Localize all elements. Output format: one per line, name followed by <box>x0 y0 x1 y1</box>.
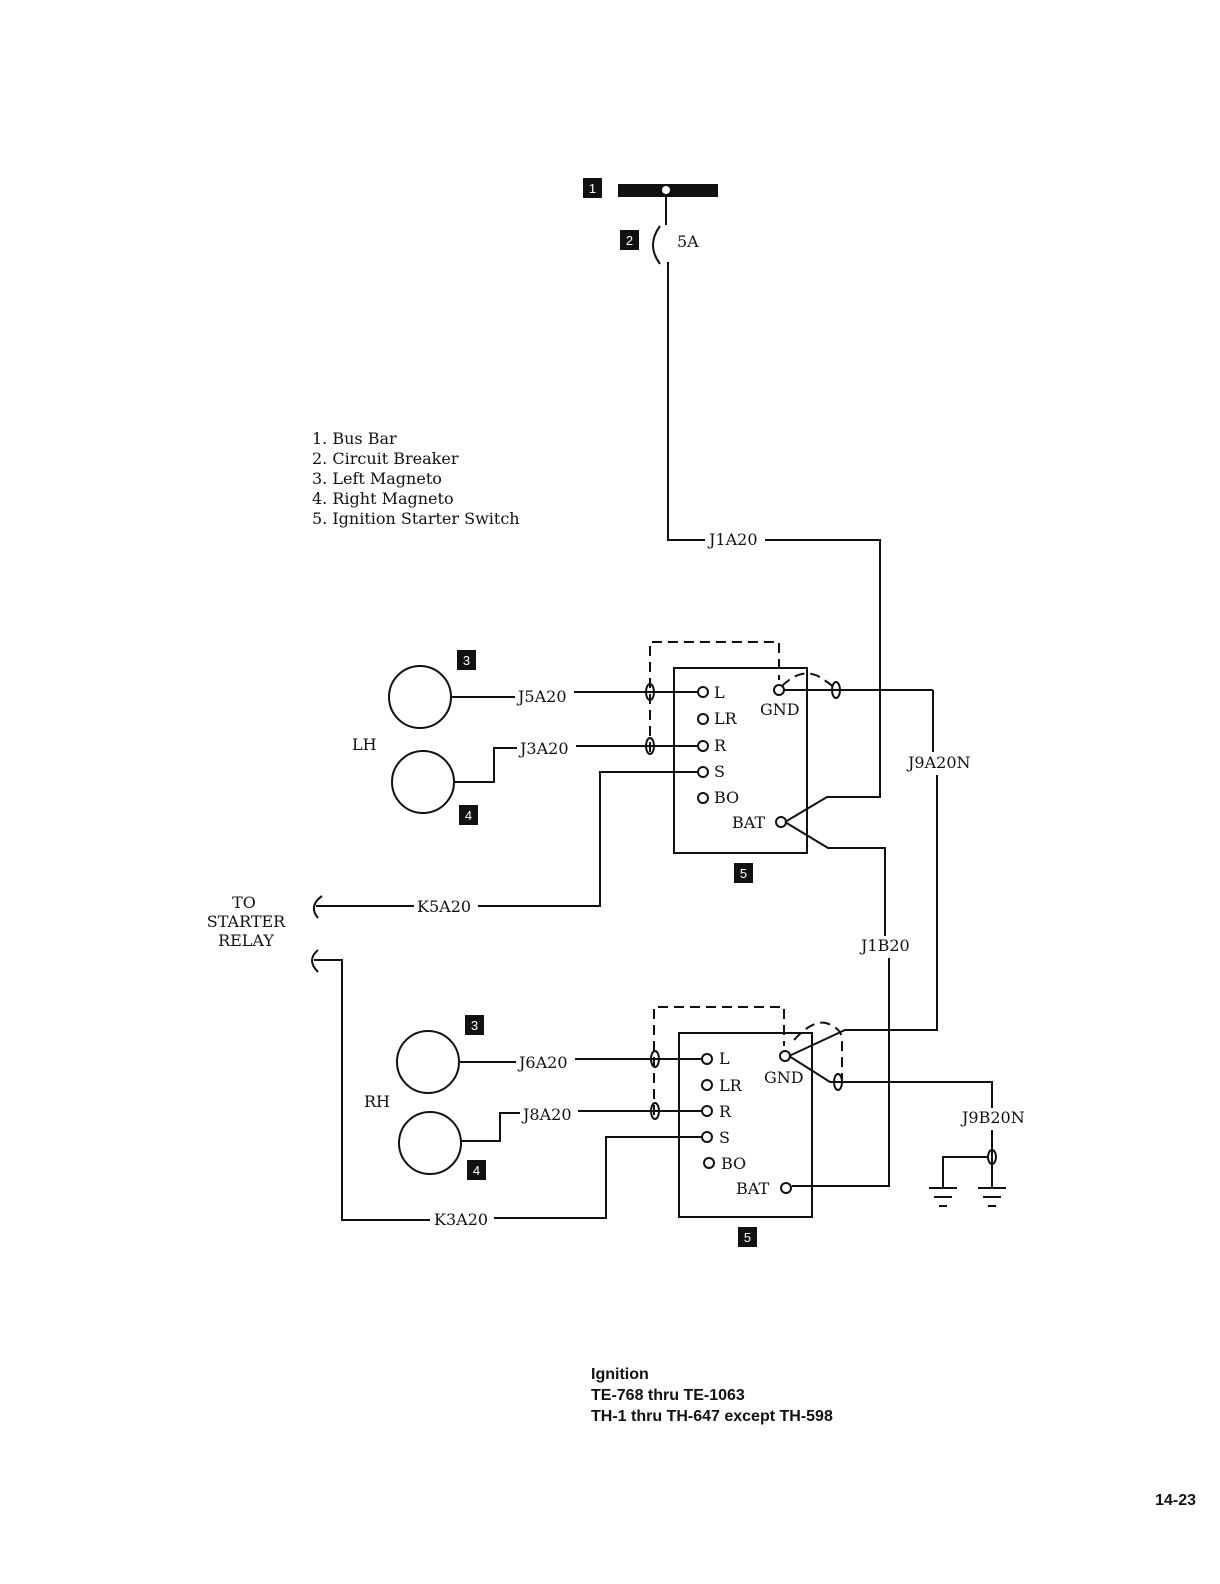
shield-lh-gnd-loop <box>782 674 836 690</box>
legend-item-3: 3. Left Magneto <box>312 469 442 488</box>
wire-k3a20-to-s-rh <box>494 1137 701 1218</box>
group-label-lh: LH <box>352 735 377 754</box>
terminal-s-lh <box>698 767 708 777</box>
circuit-breaker-symbol <box>653 226 660 264</box>
svg-text:3: 3 <box>471 1018 478 1033</box>
terminal-bat-rh <box>781 1183 791 1193</box>
wire-label-j8a20: J8A20 <box>521 1105 572 1124</box>
left-magneto-rh <box>397 1031 459 1093</box>
wire-s-lh-to-k5a20 <box>478 772 697 906</box>
terminal-label-gnd-rh: GND <box>764 1068 804 1087</box>
wire-label-k5a20: K5A20 <box>417 897 471 916</box>
svg-text:1: 1 <box>589 181 596 196</box>
terminal-label-l-rh: L <box>719 1049 730 1068</box>
terminal-label-bo-lh: BO <box>714 788 739 807</box>
svg-text:RELAY: RELAY <box>218 931 274 950</box>
starter-relay-label: TO STARTER RELAY <box>207 893 286 950</box>
callout-bus-bar: 1 <box>583 178 602 198</box>
caption-line-3: TH-1 thru TH-647 except TH-598 <box>591 1408 833 1425</box>
ground-symbol-2 <box>978 1188 1006 1206</box>
terminal-label-s-lh: S <box>714 762 725 781</box>
wire-j1a20-vertical <box>668 262 705 540</box>
svg-text:4: 4 <box>465 808 472 823</box>
terminal-label-lr-rh: LR <box>719 1076 743 1095</box>
wire-label-j1b20: J1B20 <box>859 936 910 955</box>
page-number: 14-23 <box>1155 1492 1196 1509</box>
terminal-lr-lh <box>698 714 708 724</box>
callout-right-magneto-lh: 4 <box>459 805 478 825</box>
terminal-gnd-rh <box>780 1051 790 1061</box>
wire-label-j1a20: J1A20 <box>707 530 758 549</box>
terminal-bo-rh <box>704 1158 714 1168</box>
terminal-label-bo-rh: BO <box>721 1154 746 1173</box>
terminal-label-r-rh: R <box>719 1102 732 1121</box>
terminal-label-s-rh: S <box>719 1128 730 1147</box>
callout-switch-lh: 5 <box>734 863 753 883</box>
bus-bar-tap <box>662 186 670 194</box>
right-magneto-lh <box>392 751 454 813</box>
caption-title: Ignition <box>591 1366 649 1383</box>
callout-switch-rh: 5 <box>738 1227 757 1247</box>
terminal-lr-rh <box>702 1080 712 1090</box>
right-magneto-rh <box>399 1112 461 1174</box>
terminal-label-l-lh: L <box>714 683 725 702</box>
wire-lh-bat-to-j1b20 <box>785 822 885 936</box>
callout-left-magneto-rh: 3 <box>465 1015 484 1035</box>
terminal-bo-lh <box>698 793 708 803</box>
svg-text:TO: TO <box>232 893 256 912</box>
svg-text:5: 5 <box>744 1230 751 1245</box>
wire-j3a20-left <box>454 748 517 782</box>
wire-j1a20-to-lh-bat <box>765 540 880 822</box>
wire-label-j6a20: J6A20 <box>517 1053 568 1072</box>
terminal-bat-lh <box>776 817 786 827</box>
terminal-s-rh <box>702 1132 712 1142</box>
legend-item-5: 5. Ignition Starter Switch <box>312 509 520 528</box>
wire-label-j3a20: J3A20 <box>518 739 569 758</box>
wire-rh-gnd-out <box>789 1056 992 1108</box>
switch-rh-terminals: L LR R S BO GND BAT <box>702 1049 804 1198</box>
terminal-label-lr-lh: LR <box>714 709 738 728</box>
wire-shield-ground <box>943 1157 988 1187</box>
wire-j8a20-left <box>461 1113 520 1141</box>
svg-text:3: 3 <box>463 653 470 668</box>
wire-label-k3a20: K3A20 <box>434 1210 488 1229</box>
terminal-l-rh <box>702 1054 712 1064</box>
svg-text:2: 2 <box>626 233 633 248</box>
legend-item-4: 4. Right Magneto <box>312 489 454 508</box>
caption-line-2: TE-768 thru TE-1063 <box>591 1387 745 1404</box>
figure-caption: Ignition TE-768 thru TE-1063 TH-1 thru T… <box>591 1366 833 1425</box>
switch-lh-terminals: L LR R S BO GND BAT <box>698 683 800 832</box>
wire-label-j5a20: J5A20 <box>516 687 567 706</box>
breaker-rating-label: 5A <box>677 232 699 251</box>
terminal-l-lh <box>698 687 708 697</box>
legend: 1. Bus Bar 2. Circuit Breaker 3. Left Ma… <box>312 429 520 528</box>
terminal-label-bat-rh: BAT <box>736 1179 769 1198</box>
terminal-label-bat-lh: BAT <box>732 813 765 832</box>
wire-label-j9b20n: J9B20N <box>960 1108 1025 1127</box>
wire-label-j9a20n: J9A20N <box>906 753 971 772</box>
terminal-label-gnd-lh: GND <box>760 700 800 719</box>
callout-circuit-breaker: 2 <box>620 230 639 250</box>
callout-left-magneto-lh: 3 <box>457 650 476 670</box>
svg-text:5: 5 <box>740 866 747 881</box>
svg-text:STARTER: STARTER <box>207 912 286 931</box>
group-label-rh: RH <box>364 1092 390 1111</box>
svg-text:4: 4 <box>473 1163 480 1178</box>
terminal-r-rh <box>702 1106 712 1116</box>
legend-item-1: 1. Bus Bar <box>312 429 397 448</box>
legend-item-2: 2. Circuit Breaker <box>312 449 459 468</box>
ground-symbol-1 <box>929 1188 957 1206</box>
terminal-r-lh <box>698 741 708 751</box>
terminal-label-r-lh: R <box>714 736 727 755</box>
callout-right-magneto-rh: 4 <box>467 1160 486 1180</box>
wire-j9a20n-lower <box>789 775 937 1056</box>
wire-j1b20-to-rh-bat <box>792 958 889 1186</box>
left-magneto-lh <box>389 666 451 728</box>
